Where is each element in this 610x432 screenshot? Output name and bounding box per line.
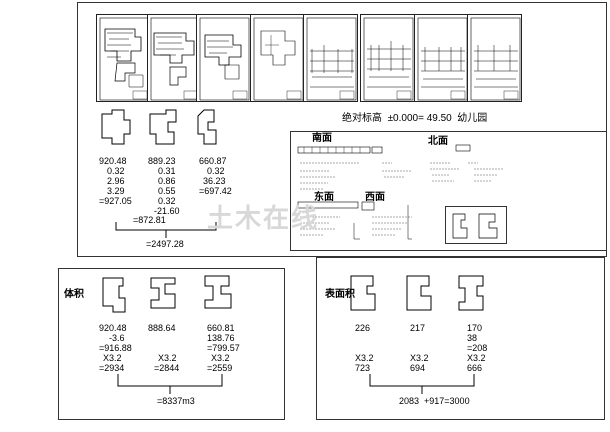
roof-outline-sketch [452, 213, 498, 239]
volume-col-3: 660.81 138.76 =799.57 X3.2 =2559 [207, 323, 240, 373]
floor-plan-sheet-2[interactable] [147, 14, 202, 102]
volume-col-1: 920.48 -3.6 =916.88 X3.2 =2934 [99, 323, 132, 373]
volume-sum-bracket [117, 374, 223, 394]
volume-footprints [102, 275, 232, 313]
volume-label: 体积 [64, 289, 84, 300]
volume-total: =8337m3 [157, 396, 195, 406]
roof-plan-sheet[interactable] [250, 14, 305, 102]
roof-outline-inset [445, 206, 507, 244]
section-sheet[interactable] [467, 14, 522, 102]
elevation-sheet-1[interactable] [303, 14, 358, 102]
top-footprints [101, 109, 217, 145]
top-area-col-1: 920.48 0.32 2.96 3.29 =927.05 [99, 156, 132, 206]
top-sum-bracket [115, 222, 217, 238]
surface-frame [316, 257, 605, 420]
top-grand-total: =2497.28 [146, 239, 184, 249]
north-facade-sketch [430, 144, 504, 182]
floor-plan-sheet-1[interactable] [96, 14, 151, 102]
top-mid-total: =872.81 [133, 215, 166, 225]
top-area-col-3: 660.87 0.32 36.23 =697.42 [199, 156, 232, 196]
facade-south-label: 南面 [312, 133, 332, 144]
volume-frame [58, 268, 285, 420]
floor-plan-sheet-3[interactable] [196, 14, 251, 102]
surface-label: 表面积 [325, 289, 355, 300]
top-area-col-2: 889.23 0.31 0.86 0.55 0.32 -21.60 [148, 156, 180, 216]
facade-frame [290, 131, 607, 251]
facade-north-label: 北面 [428, 136, 448, 147]
facade-west-label: 西面 [365, 192, 385, 203]
surface-col-1: 226 . . X3.2 723 [355, 323, 374, 373]
elevation-sheet-2[interactable] [360, 14, 415, 102]
elevation-label: 绝对标高 ±0.000= 49.50 幼儿园 [342, 113, 488, 124]
facade-east-label: 东面 [314, 192, 334, 203]
volume-col-2: 888.64 . . X3.2 =2844 [148, 323, 180, 373]
watermark: 土木在线 [207, 203, 320, 233]
surface-footprints [350, 275, 484, 311]
top-frame [77, 2, 607, 257]
surface-sum-bracket [369, 374, 475, 394]
surface-col-3: 170 38 =208 X3.2 666 [467, 323, 488, 373]
surface-col-2: 217 . . X3.2 694 [410, 323, 429, 373]
surface-total: 2083 +917=3000 [399, 396, 470, 406]
facade-calc-sketch [297, 146, 412, 240]
elevation-sheet-3[interactable] [414, 14, 469, 102]
